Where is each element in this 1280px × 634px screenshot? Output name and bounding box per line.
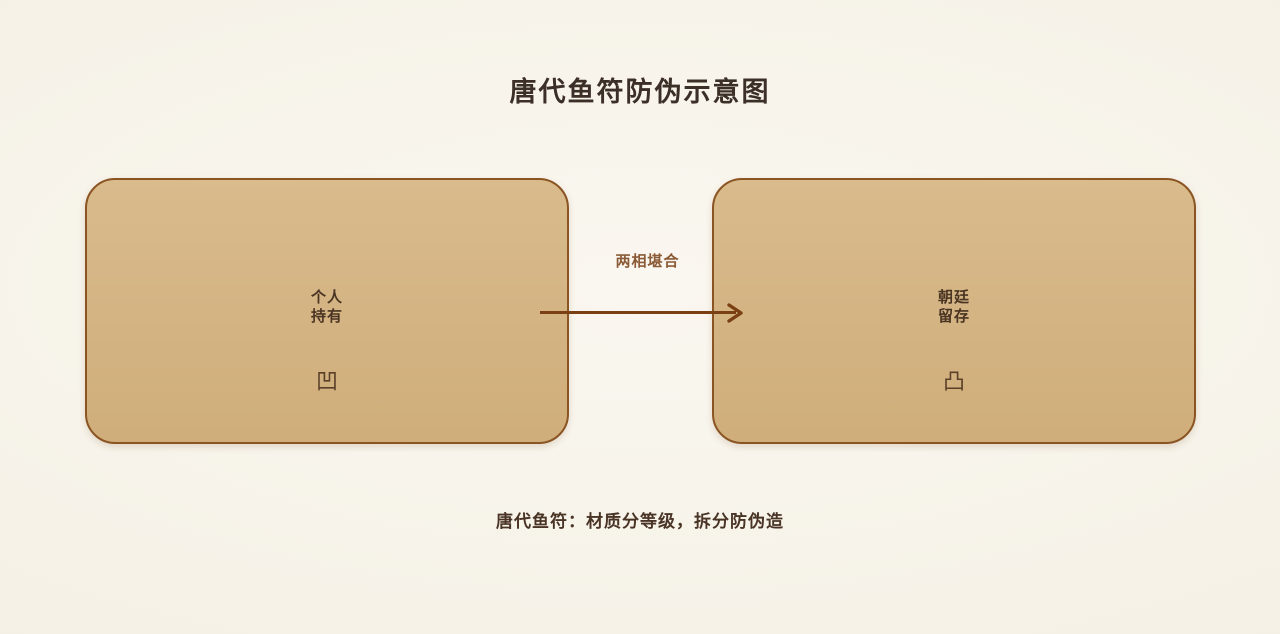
card-court-label: 朝廷 留存 (714, 288, 1194, 326)
card-court-label-line2: 留存 (937, 308, 970, 325)
card-personal-label-line2: 持有 (310, 308, 343, 325)
connector-label: 两相堪合 (615, 253, 680, 270)
arrow-line (540, 311, 736, 314)
card-court-label-line1: 朝廷 (937, 289, 970, 306)
connector-arrow (540, 290, 755, 336)
card-personal-label: 个人 持有 (87, 288, 567, 326)
card-personal-label-line1: 个人 (310, 289, 343, 306)
card-personal-half: 个人 持有 凹 (85, 178, 569, 444)
card-court-half: 朝廷 留存 凸 (712, 178, 1196, 444)
concave-notch-glyph: 凹 (315, 370, 338, 395)
arrow-right-icon (726, 302, 748, 324)
convex-tab-glyph: 凸 (942, 370, 965, 395)
page-title: 唐代鱼符防伪示意图 (509, 77, 771, 107)
footer-caption: 唐代鱼符：材质分等级，拆分防伪造 (496, 512, 784, 531)
